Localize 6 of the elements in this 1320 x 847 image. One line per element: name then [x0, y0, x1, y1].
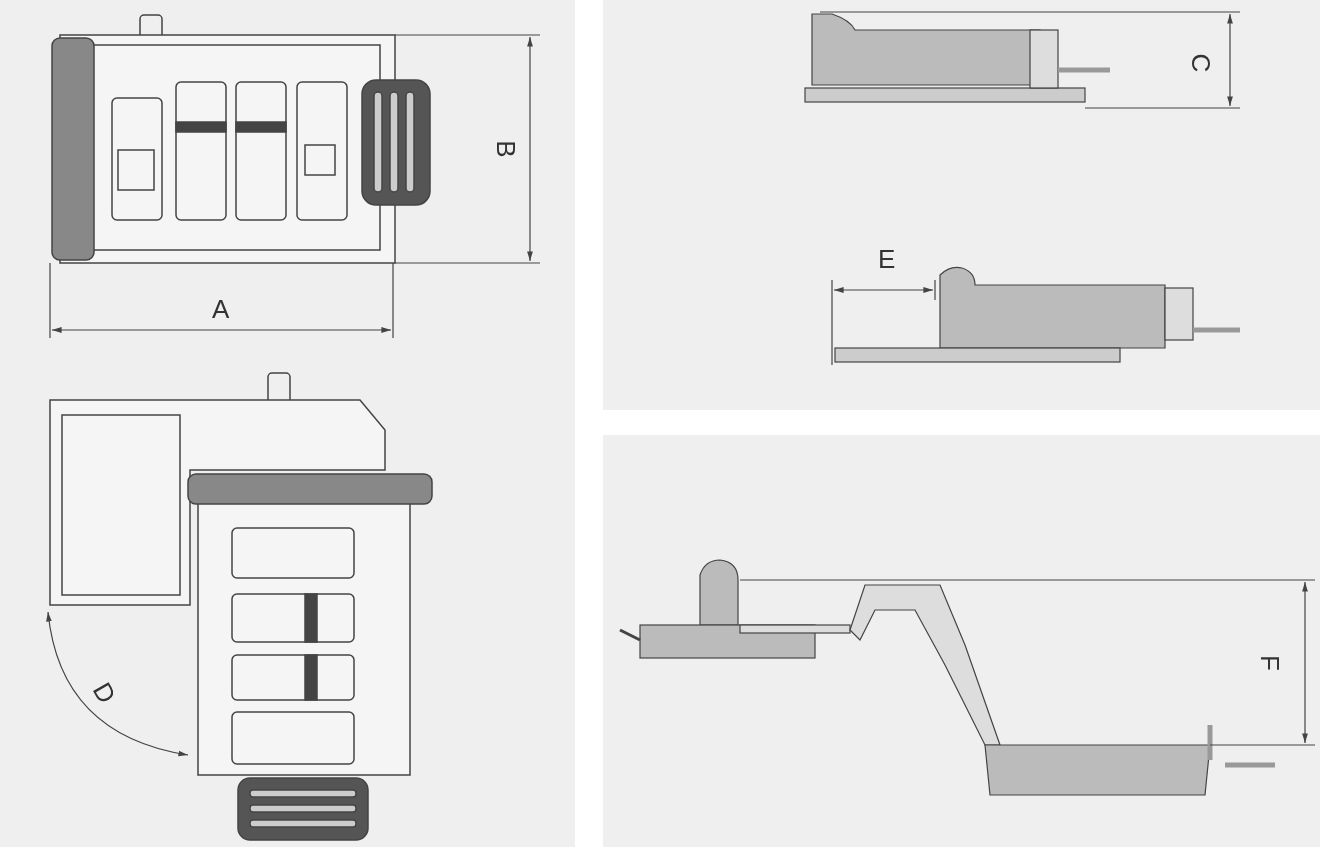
dimension-label: D	[88, 678, 121, 708]
dimension-label: C	[1188, 53, 1215, 73]
dimension-label: A	[212, 296, 230, 322]
dimension-label: F	[1256, 655, 1283, 671]
dimension-label: B	[492, 140, 519, 158]
dimension-label: E	[878, 246, 896, 272]
